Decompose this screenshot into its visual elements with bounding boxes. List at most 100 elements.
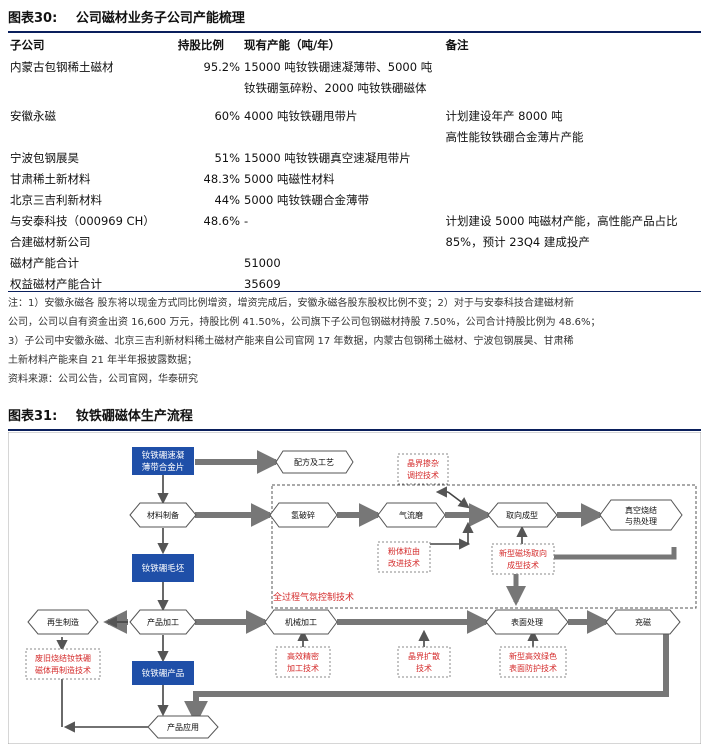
- surface-node: [485, 609, 569, 635]
- diffuse-tech-label: 技术: [416, 663, 432, 673]
- surface-label: 表面处理: [511, 617, 543, 627]
- orient-tech-label: 新型磁场取向: [499, 548, 547, 558]
- thin-arrow: [447, 491, 470, 509]
- cell-note: [444, 253, 701, 274]
- source-line: 资料来源：公司公告，公司官网，华泰研究: [8, 374, 198, 385]
- flow-arrows: [103, 450, 611, 634]
- alloy-strip-box: [132, 447, 194, 475]
- cell-capacity-line: 15000 吨钕铁硼速凝薄带、5000 吨: [244, 60, 433, 74]
- cell-note: [444, 148, 701, 169]
- grain-tech-label: 晶界掺杂: [407, 458, 439, 468]
- waste-tech-label: 磁体再制造技术: [35, 665, 91, 675]
- mill-label: 气流磨: [399, 510, 423, 520]
- production-flow-diagram: 全过程气氛控制技术 钕铁硼速凝 薄带: [8, 432, 701, 744]
- cell-subsidiary-line: 与安泰科技（000969 CH）: [10, 214, 155, 228]
- process-node-labels: 配方及工艺 材料制备 氢破碎 气流磨 取向成型 真空烧结 与热处理 产品加工 机…: [47, 457, 657, 732]
- cell-subsidiary: 内蒙古包钢稀土磁材: [10, 60, 114, 74]
- press-node: [487, 502, 558, 528]
- cell-subsidiary: 磁材产能合计: [10, 256, 79, 270]
- cell-capacity: 5000 吨磁性材料: [244, 172, 335, 186]
- atmosphere-control-region: [271, 484, 697, 609]
- note-line: 3）子公司中安徽永磁、北京三吉利新材料稀土磁材产能来自公司官网 17 年数据，内…: [8, 336, 574, 347]
- diffuse-tech-box: [397, 646, 451, 678]
- sinter-node: [599, 499, 683, 531]
- cell-subsidiary: 宁波包钢展昊: [10, 151, 79, 165]
- table-row: 与安泰科技（000969 CH）合建磁材新公司 48.6% - 计划建设 500…: [8, 211, 701, 253]
- precise-tech-label: 高效精密: [287, 651, 319, 661]
- machine-label: 机械加工: [285, 617, 317, 627]
- cell-ratio: [176, 253, 242, 274]
- table-row: 北京三吉利新材料 44% 5000 吨钕铁硼合金薄带: [8, 190, 701, 211]
- recycle-node: [27, 609, 99, 635]
- table-figure-caption: 公司磁材业务子公司产能梳理: [75, 11, 245, 26]
- cell-note-line: 高性能钕铁硼合金薄片产能: [445, 130, 584, 144]
- flow-figure-caption: 钕铁硼磁体生产流程: [75, 409, 193, 424]
- formula-node: [275, 450, 354, 474]
- blank-box: [132, 554, 194, 582]
- note-line: 公司，公司以自有资金出资 16,600 万元，持股比例 41.50%，公司旗下子…: [8, 317, 601, 328]
- flow-figure-title: 图表31: 钕铁硼磁体生产流程: [8, 405, 701, 429]
- recycle-label: 再生制造: [47, 617, 79, 627]
- cell-subsidiary: 安徽永磁: [10, 109, 56, 123]
- powder-tech-label: 粉体粒由: [388, 546, 420, 556]
- header-subsidiary: 子公司: [10, 38, 45, 52]
- cell-capacity: 35609: [244, 277, 281, 291]
- cell-ratio: 51%: [214, 151, 241, 165]
- green-tech-box: [499, 646, 567, 678]
- grain-tech-box: [397, 453, 449, 485]
- green-tech-label: 表面防护技术: [509, 663, 557, 673]
- powder-tech-label: 改进技术: [388, 558, 420, 568]
- sinter-label: 与热处理: [625, 516, 657, 526]
- cell-subsidiary: 北京三吉利新材料: [10, 193, 102, 207]
- cell-ratio: 60%: [214, 109, 241, 123]
- crush-label: 氢破碎: [291, 510, 315, 520]
- product-box: [132, 661, 194, 685]
- product-label: 钕铁硼产品: [142, 668, 185, 679]
- cell-capacity: 15000 吨钕铁硼真空速凝甩带片: [244, 151, 411, 165]
- title-rule: [8, 31, 701, 33]
- cell-capacity: 5000 吨钕铁硼合金薄带: [244, 193, 369, 207]
- cell-subsidiary: 与安泰科技（000969 CH） 合建磁材新公司: [8, 211, 176, 253]
- powder-tech-box: [377, 541, 431, 573]
- green-tech-label: 新型高效绿色: [509, 651, 557, 661]
- header-capacity: 现有产能（吨/年）: [244, 38, 341, 52]
- mill-node: [377, 502, 446, 528]
- machine-node: [264, 609, 338, 635]
- waste-tech-label: 废旧烧结钕铁硼: [35, 653, 91, 663]
- sinter-label: 真空烧结: [625, 505, 657, 515]
- cell-capacity-line: 钕铁硼氢碎粉、2000 吨钕铁硼磁体: [244, 81, 427, 95]
- flow-arrow-feedback: [506, 547, 677, 606]
- flow-arrow-return: [184, 631, 669, 725]
- note-line: 土新材料产能来自 21 年半年报披露数据；: [8, 355, 198, 366]
- prep-node: [129, 502, 197, 528]
- cell-capacity: -: [244, 214, 249, 228]
- formula-label: 配方及工艺: [294, 457, 334, 467]
- table-row: 磁材产能合计 51000: [8, 253, 701, 274]
- process-node: [129, 609, 197, 635]
- cell-subsidiary-line: 合建磁材新公司: [10, 235, 91, 249]
- orient-tech-label: 成型技术: [507, 560, 539, 570]
- cell-note: 计划建设年产 8000 吨高性能钕铁硼合金薄片产能: [444, 99, 701, 148]
- cell-subsidiary: 甘肃稀土新材料: [10, 172, 91, 186]
- blank-label: 钕铁硼毛坯: [142, 563, 185, 574]
- process-label: 产品加工: [147, 617, 179, 627]
- orient-tech-box: [491, 543, 555, 575]
- table-figure-number: 图表30:: [8, 11, 58, 26]
- diffuse-tech-label: 晶界扩散: [408, 651, 440, 661]
- precise-tech-label: 加工技术: [287, 663, 319, 673]
- cell-note-line: 85%，预计 23Q4 建成投产: [445, 235, 590, 249]
- process-nodes: [27, 450, 683, 739]
- capacity-table: 子公司 持股比例 现有产能（吨/年） 备注 内蒙古包钢稀土磁材 95.2% 15…: [8, 35, 701, 295]
- table-notes: 注：1）安徽永磁各 股东将以现金方式同比例增资，增资完成后，安徽永磁各股东股权比…: [8, 294, 701, 389]
- header-note: 备注: [445, 38, 469, 52]
- table-figure-title: 图表30: 公司磁材业务子公司产能梳理: [8, 7, 701, 31]
- precise-tech-box: [275, 646, 331, 678]
- cell-note: [444, 57, 701, 99]
- cell-capacity: 51000: [244, 256, 281, 270]
- thin-arrows: [56, 474, 539, 733]
- cell-subsidiary: 权益磁材产能合计: [10, 277, 102, 291]
- crush-node: [269, 502, 338, 528]
- magnet-node: [605, 609, 681, 635]
- app-label: 产品应用: [167, 722, 199, 732]
